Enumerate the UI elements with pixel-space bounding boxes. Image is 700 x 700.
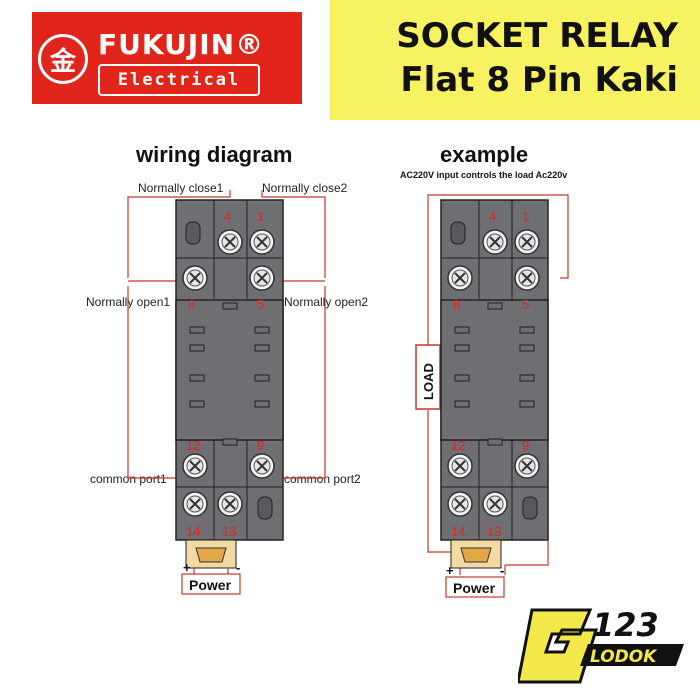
example-subheading: AC220V input controls the load Ac220v — [400, 170, 568, 180]
pin-label: 13 — [487, 524, 501, 539]
label-normally-close1: Normally close1 — [138, 181, 224, 195]
logo-number: 123 — [592, 606, 659, 644]
pin-label: 4 — [224, 209, 231, 224]
plus-label: + — [183, 560, 191, 575]
label-normally-close2: Normally close2 — [262, 181, 348, 195]
pin-label: 1 — [257, 209, 264, 224]
label-common-port1: common port1 — [90, 472, 167, 486]
wiring-diagram-heading: wiring diagram — [136, 142, 293, 167]
pin-label: 12 — [186, 438, 200, 453]
label-common-port2: common port2 — [284, 472, 361, 486]
pin-label: 4 — [489, 209, 496, 224]
pin-label: 1 — [522, 209, 529, 224]
pin-label: 13 — [222, 524, 236, 539]
example-power-label: Power — [453, 580, 496, 596]
pin-label: 5 — [522, 297, 529, 312]
example-socket: LOAD 4 1 8 5 12 9 14 — [415, 194, 569, 598]
label-normally-open2: Normally open2 — [284, 295, 369, 309]
g123-logo: G 123 LODOK — [518, 606, 684, 684]
minus-label: - — [236, 560, 240, 575]
pin-label: 8 — [453, 297, 460, 312]
example-minus-label: - — [500, 563, 504, 578]
brand-logo: 金 FUKUJIN® Electrical — [32, 12, 302, 104]
pin-label: 9 — [257, 438, 264, 453]
logo-word: LODOK — [590, 647, 658, 667]
power-label: Power — [189, 577, 232, 593]
pin-label: 12 — [451, 438, 465, 453]
product-title-line2: Flat 8 Pin Kaki — [400, 60, 678, 100]
brand-name: FUKUJIN® — [98, 28, 265, 61]
pin-label: 14 — [451, 524, 465, 539]
brand-seal-icon: 金 — [38, 34, 88, 84]
load-label: LOAD — [421, 363, 436, 400]
pin-label: 5 — [257, 297, 264, 312]
brand-subtitle: Electrical — [98, 64, 260, 96]
product-title: SOCKET RELAY Flat 8 Pin Kaki — [396, 14, 678, 102]
wiring-wires — [127, 190, 326, 479]
product-title-line1: SOCKET RELAY — [396, 16, 678, 56]
example-plus-label: + — [446, 563, 454, 578]
example-heading: example — [440, 142, 529, 167]
pin-label: 8 — [188, 297, 195, 312]
pin-label: 9 — [522, 438, 529, 453]
pin-label: 14 — [186, 524, 200, 539]
wiring-socket: 4 1 8 5 12 9 14 13 Power + - — [127, 190, 326, 595]
